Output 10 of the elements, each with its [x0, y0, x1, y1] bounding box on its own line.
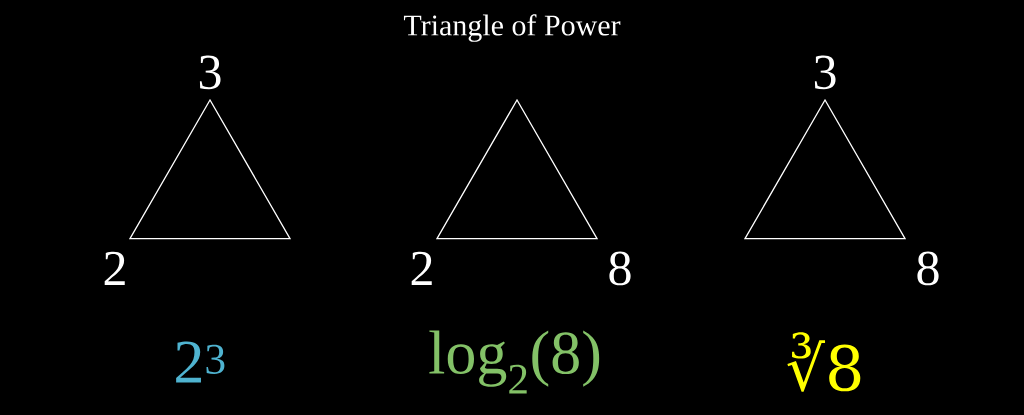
- formula: log$_{2}$(8): [429, 330, 600, 394]
- corner-number: 8: [609, 251, 631, 286]
- corner-number: 3: [814, 55, 836, 90]
- formula: 2$^{3}$: [176, 341, 225, 383]
- corner-number: 2: [104, 251, 125, 285]
- corner-number: 2: [411, 251, 432, 285]
- corner-number: 8: [917, 251, 939, 286]
- formula: ∛8: [787, 332, 861, 392]
- corner-number: 3: [199, 55, 221, 90]
- title: Triangle of Power: [403, 14, 621, 42]
